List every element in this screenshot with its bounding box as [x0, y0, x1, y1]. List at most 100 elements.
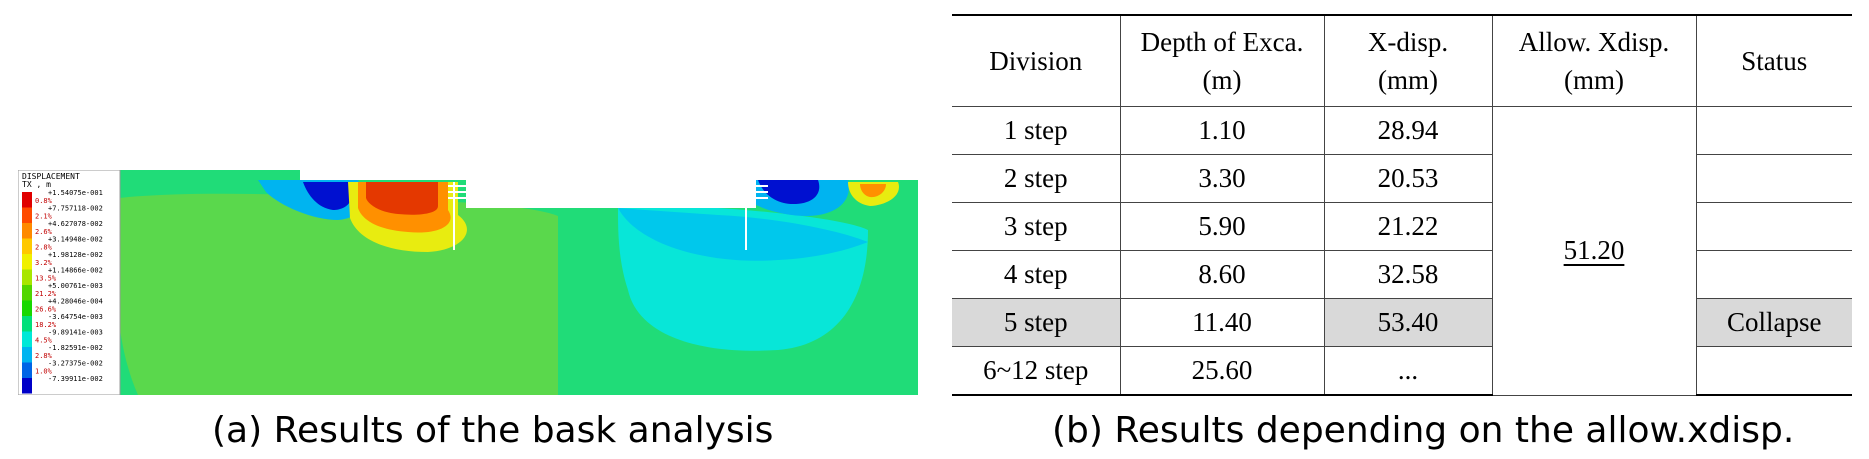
legend-value: -3.27375e-002 — [48, 360, 103, 368]
excavation-pit — [466, 180, 756, 208]
cell-depth: 8.60 — [1119, 250, 1325, 299]
header-cell: X-disp. (mm) — [1323, 14, 1493, 107]
legend-swatch — [22, 316, 32, 332]
legend-swatch — [22, 285, 32, 301]
legend-percent: 1.0% — [35, 368, 53, 376]
legend-value: -9.89141e-003 — [48, 329, 103, 337]
legend-swatch — [22, 207, 32, 223]
legend-value: +1.54075e-001 — [48, 189, 103, 197]
legend-value: +1.98128e-002 — [48, 251, 103, 259]
cell-division: 3 step — [952, 202, 1121, 251]
cell-xdisp: 21.22 — [1323, 202, 1493, 251]
legend-swatch — [22, 347, 32, 363]
legend-value: +5.00761e-003 — [48, 282, 103, 290]
cell-status — [1695, 202, 1852, 251]
cell-division: 2 step — [952, 154, 1121, 203]
strut-group-right — [728, 182, 768, 250]
caption-a: (a) Results of the bask analysis — [212, 410, 774, 451]
legend-percent: 26.6% — [35, 306, 57, 314]
cell-xdisp: 28.94 — [1323, 106, 1493, 155]
cell-depth: 5.90 — [1119, 202, 1325, 251]
cell-status — [1695, 346, 1852, 396]
contour-zone-cyan-band — [618, 208, 868, 261]
cell-status — [1695, 154, 1852, 203]
legend-percent: 2.1% — [35, 213, 53, 221]
contour-legend: DISPLACEMENT TX , m +1.54075e-0010.8%+7.… — [18, 170, 121, 395]
header-cell: Allow. Xdisp. (mm) — [1491, 14, 1697, 107]
header-cell: Division — [952, 14, 1121, 107]
legend-units: TX , m — [22, 180, 51, 189]
header-line2: (mm) — [1564, 65, 1624, 95]
header-cell: Depth of Exca. (m) — [1119, 14, 1325, 107]
legend-value: +4.627078-002 — [48, 220, 103, 228]
cell-status: Collapse — [1695, 298, 1852, 347]
cell-division: 4 step — [952, 250, 1121, 299]
legend-title: DISPLACEMENT — [22, 172, 80, 181]
contour-zone-orange-right — [860, 184, 886, 198]
legend-percent: 2.8% — [35, 244, 53, 252]
cell-status — [1695, 250, 1852, 299]
header-cell: Status — [1695, 14, 1852, 107]
legend-percent: 13.5% — [35, 275, 57, 283]
legend-swatch — [22, 378, 32, 394]
cell-xdisp: 53.40 — [1323, 298, 1493, 347]
legend-percent: 2.8% — [35, 352, 53, 360]
legend-value: -3.64754e-003 — [48, 313, 103, 321]
legend-value: +7.757118-002 — [48, 205, 103, 213]
legend-swatch — [22, 362, 32, 378]
legend-value: -1.82591e-002 — [48, 344, 103, 352]
allow-xdisp-value: 51.20 — [1563, 235, 1625, 266]
legend-swatch — [22, 269, 32, 285]
legend-value: +1.14866e-002 — [48, 267, 103, 275]
strut-group-left — [448, 182, 488, 250]
legend-percent: 2.6% — [35, 228, 53, 236]
header-line1: Allow. Xdisp. — [1518, 27, 1670, 57]
contour-zone-deep-blue-left — [303, 182, 353, 210]
cell-status — [1695, 106, 1852, 155]
legend-percent: 0.8% — [35, 197, 53, 205]
header-line1: Status — [1741, 46, 1808, 76]
header-line1: Depth of Exca. — [1140, 27, 1304, 57]
contour-zone-red — [366, 182, 438, 215]
cell-division: 6~12 step — [952, 346, 1121, 396]
cell-allow-xdisp: 51.20 — [1491, 106, 1697, 396]
legend-percent: 18.2% — [35, 321, 57, 329]
legend-percent: 3.2% — [35, 259, 53, 267]
cell-xdisp: ... — [1323, 346, 1493, 396]
cell-division: 5 step — [952, 298, 1121, 347]
legend-swatch — [22, 192, 32, 208]
cell-division: 1 step — [952, 106, 1121, 155]
header-line2: (m) — [1202, 65, 1242, 95]
legend-swatch — [22, 238, 32, 254]
legend-swatch — [22, 223, 32, 239]
legend-swatch — [22, 331, 32, 347]
cell-depth: 25.60 — [1119, 346, 1325, 396]
cell-depth: 1.10 — [1119, 106, 1325, 155]
legend-value: +3.14948e-002 — [48, 236, 103, 244]
caption-b: (b) Results depending on the allow.xdisp… — [1052, 410, 1795, 451]
header-line1: X-disp. — [1367, 27, 1449, 57]
legend-value: -7.39911e-002 — [48, 375, 103, 383]
contour-zone-light-green — [116, 193, 559, 395]
legend-swatch — [22, 254, 32, 270]
header-line1: Division — [989, 46, 1083, 76]
displacement-contour-plot: DISPLACEMENT TX , m +1.54075e-0010.8%+7.… — [18, 170, 918, 395]
legend-percent: 4.5% — [35, 337, 53, 345]
cell-xdisp: 20.53 — [1323, 154, 1493, 203]
cell-xdisp: 32.58 — [1323, 250, 1493, 299]
legend-swatch — [22, 300, 32, 316]
header-line2: (mm) — [1378, 65, 1438, 95]
legend-percent: 21.2% — [35, 290, 57, 298]
contour-zone-deep-blue-right — [758, 180, 820, 204]
